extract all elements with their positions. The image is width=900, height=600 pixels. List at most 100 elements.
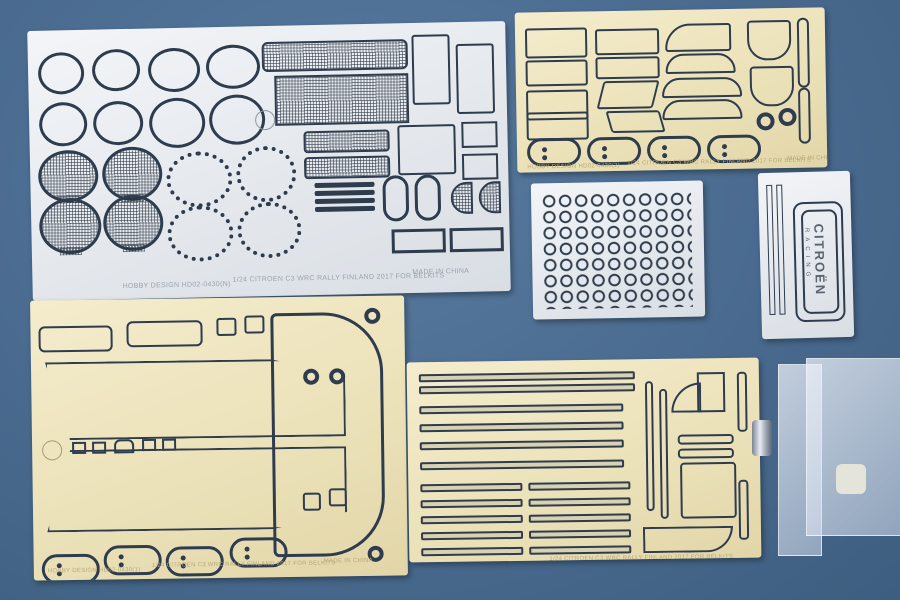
frame-part — [455, 43, 496, 115]
ring-part — [165, 150, 233, 209]
strip-part — [420, 514, 523, 525]
sheet-caption-right: MADE IN CHINA — [787, 155, 828, 162]
panel-part — [605, 110, 666, 134]
mesh-part — [450, 181, 474, 215]
square-part — [302, 492, 322, 511]
strip-part — [528, 513, 631, 523]
strip-part — [796, 17, 810, 88]
ring-part — [166, 204, 235, 263]
mesh-ring-part — [102, 194, 164, 252]
resin-parts — [836, 464, 866, 494]
strip-part — [419, 403, 624, 415]
brass-photo-etch-sheet-large: HOBBY DESIGN HD02-0430(1) 1/24 CITROEN C… — [30, 295, 408, 581]
square-part — [142, 438, 157, 452]
panel-part — [680, 461, 737, 519]
ring-part — [37, 51, 85, 95]
strip-part — [418, 371, 635, 383]
panel-part — [397, 124, 457, 176]
arch-part — [661, 76, 743, 99]
mesh-grille-part — [261, 39, 409, 73]
ring-part — [235, 145, 297, 203]
roll-cage-frame-part — [270, 311, 386, 558]
square-part — [244, 315, 265, 334]
bar-part — [314, 205, 376, 213]
panel-part — [594, 28, 660, 56]
strip-part — [766, 184, 776, 315]
aluminium-cylinder-part — [752, 420, 772, 456]
bracket-part — [696, 372, 726, 413]
mesh-part — [478, 181, 502, 214]
arch-part — [664, 22, 732, 53]
ring-part — [38, 101, 88, 147]
oval-part — [526, 137, 582, 167]
sheet-caption-left: HOBBY DESIGN HD02-0430(1) — [47, 567, 141, 575]
strip-part — [529, 545, 632, 555]
square-part — [92, 441, 107, 454]
strip-part — [420, 530, 524, 541]
mesh-ring-part — [38, 197, 102, 255]
panel-part — [746, 19, 792, 61]
bracket-part — [126, 320, 203, 348]
mesh-grille-part — [303, 129, 390, 154]
frame-part — [411, 34, 451, 105]
square-part — [162, 438, 177, 451]
hobby-design-logo-icon — [42, 440, 63, 461]
clear-plastic-bag — [806, 358, 900, 536]
silver-photo-etch-sheet: HOBBY DESIGN HD02-0430(N) 1/24 CITROEN C… — [27, 21, 511, 301]
small-parts-grid — [540, 190, 694, 310]
sheet-caption-main: 1/24 CITROEN C3 WRC RALLY FINLAND 2017 F… — [151, 560, 336, 569]
ring-part — [147, 47, 201, 93]
washer-part — [329, 368, 346, 385]
citroen-silver-photo-etch-sheet: CITROËN RACING — [757, 170, 855, 340]
hobby-design-logo-icon — [254, 109, 276, 131]
panel-part — [642, 525, 734, 554]
mesh-grille-part — [274, 73, 410, 126]
frame-part — [391, 228, 446, 254]
washer-part — [303, 368, 320, 385]
citroen-brand-text: CITROËN — [811, 223, 829, 297]
bar-part — [314, 197, 375, 205]
strip-part — [738, 479, 750, 540]
strip-part — [644, 381, 655, 512]
panel-part — [461, 153, 499, 180]
strip-part — [797, 87, 811, 144]
oval-part — [414, 174, 442, 221]
ring-part — [148, 97, 206, 149]
ring-part — [92, 100, 144, 146]
strip-part — [736, 371, 748, 432]
sheet-caption-right: MADE IN CHINA — [412, 267, 470, 277]
washer-part — [778, 107, 797, 127]
strip-part — [420, 482, 523, 493]
strip-part — [776, 184, 786, 315]
strip-part — [421, 546, 524, 557]
strip-part — [528, 529, 632, 539]
arch-part — [662, 98, 743, 121]
bar-part — [314, 189, 375, 197]
panel-part — [461, 121, 498, 148]
square-part — [114, 439, 135, 454]
panel-part — [524, 27, 588, 59]
strip-part — [418, 383, 636, 395]
curved-strip-part — [677, 433, 734, 445]
square-part — [328, 488, 347, 507]
panel-part — [596, 80, 660, 110]
mesh-ring-part — [101, 146, 163, 202]
ring-part — [236, 201, 303, 259]
oval-part — [382, 175, 410, 222]
sheet-caption-left: HOBBY DESIGN HD02-0430(2) — [527, 162, 621, 171]
frame-part — [449, 227, 504, 253]
sheet-caption-left: HOBBY DESIGN HD02-0430(N) — [122, 280, 231, 291]
panel-part — [525, 59, 588, 87]
sheet-caption-right: MADE IN CHINA — [323, 557, 374, 565]
arch-part — [665, 52, 736, 75]
strip-part — [528, 497, 631, 507]
curved-strip-part — [677, 447, 734, 459]
bracket-part — [38, 325, 113, 353]
panel-part — [749, 65, 795, 107]
ring-part — [205, 44, 261, 90]
panel-part — [526, 111, 589, 141]
strip-part — [659, 388, 669, 519]
ring-part — [91, 48, 141, 92]
mesh-ring-part — [37, 149, 99, 203]
brass-photo-etch-sheet-top: HOBBY DESIGN HD02-0430(2) 1/24 CITROEN C… — [514, 7, 828, 173]
